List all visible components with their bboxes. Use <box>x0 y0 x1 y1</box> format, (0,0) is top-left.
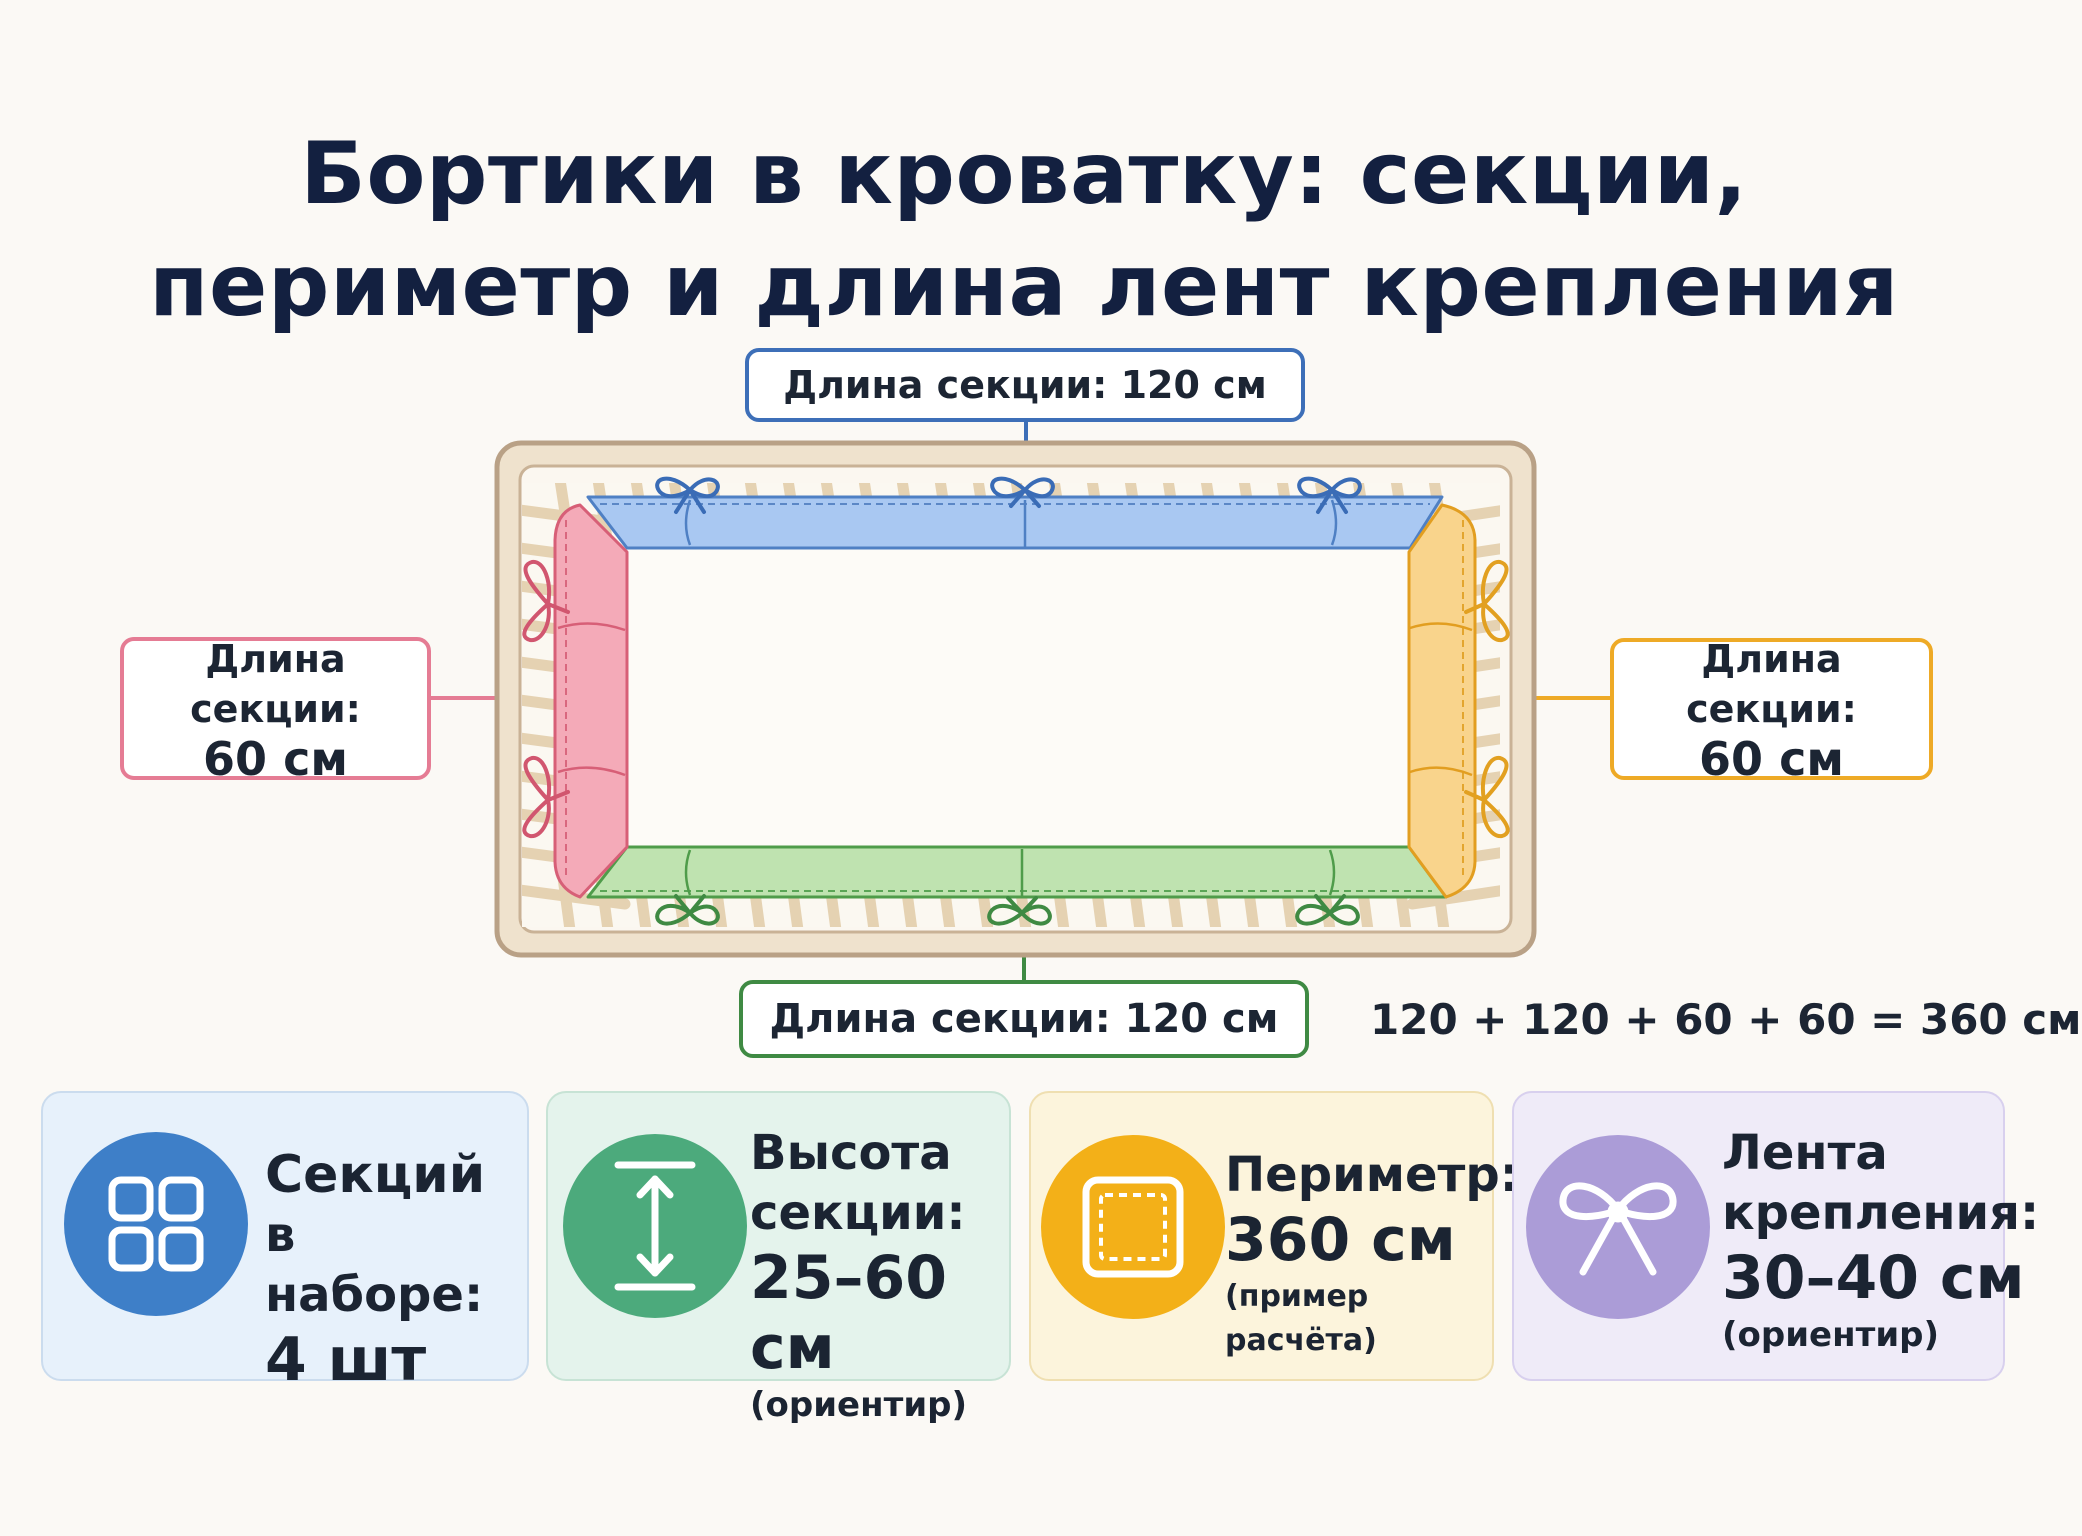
page-title-line-1: Бортики в кроватку: секции, <box>300 124 1748 224</box>
card-ribbon-length: Лента крепления: 30–40 см (ориентир) <box>1512 1091 2039 1381</box>
callout-top-text: Длина секции: 120 см <box>783 363 1267 407</box>
card-sections-count: Секций в наборе: 4 шт <box>41 1091 529 1395</box>
card-height-note: (ориентир) <box>750 1385 968 1425</box>
card-perimeter: Периметр: 360 см (пример расчёта) <box>1029 1091 1519 1381</box>
page-title-line-2: периметр и длина лент крепления <box>149 236 1899 336</box>
callout-right-label: Длина секции: <box>1686 637 1857 731</box>
callout-left-label: Длина секции: <box>190 636 361 731</box>
mattress <box>618 548 1414 850</box>
callout-bottom-section-length: Длина секции: 120 см <box>739 980 1309 1058</box>
card-sections-label-2: в наборе: <box>265 1207 484 1323</box>
card-section-height: Высота секции: 25–60 см (ориентир) <box>546 1091 1011 1425</box>
card-sections-label-1: Секций <box>265 1145 486 1205</box>
card-perimeter-text: Периметр: 360 см (пример расчёта) <box>1225 1145 1519 1363</box>
callout-top-section-length: Длина секции: 120 см <box>745 348 1305 422</box>
page-title: Бортики в кроватку: секции, периметр и д… <box>0 118 2048 342</box>
grid-icon <box>64 1132 248 1316</box>
callout-right-section-length: Длина секции: 60 см <box>1610 637 1933 784</box>
ribbon-bows <box>522 476 1510 926</box>
card-ribbon-text: Лента крепления: 30–40 см (ориентир) <box>1722 1123 2039 1357</box>
callout-left-value: 60 см <box>203 731 348 786</box>
perimeter-frame-icon <box>1041 1135 1225 1319</box>
crib-slat <box>1406 884 1500 910</box>
card-height-value: 25–60 см <box>750 1243 947 1383</box>
callout-left-section-length: Длина секции: 60 см <box>120 636 431 784</box>
card-ribbon-note: (ориентир) <box>1722 1315 1940 1355</box>
section-bottom <box>586 845 1448 899</box>
section-top <box>586 495 1444 550</box>
card-perimeter-label: Периметр: <box>1225 1147 1519 1203</box>
card-height-label-2: секции: <box>750 1185 966 1241</box>
card-perimeter-note: (пример расчёта) <box>1225 1279 1377 1358</box>
height-arrow-icon <box>563 1134 747 1318</box>
card-ribbon-label-2: крепления: <box>1722 1185 2040 1241</box>
card-sections-text: Секций в наборе: 4 шт <box>265 1145 527 1395</box>
bow-icon <box>1526 1135 1710 1319</box>
card-perimeter-value: 360 см <box>1225 1205 1456 1275</box>
card-height-text: Высота секции: 25–60 см (ориентир) <box>750 1123 1009 1427</box>
card-ribbon-value: 30–40 см <box>1722 1243 2025 1313</box>
card-height-label-1: Высота <box>750 1125 952 1181</box>
card-sections-value: 4 шт <box>265 1325 427 1395</box>
callout-right-value: 60 см <box>1699 732 1844 786</box>
callout-bottom-text: Длина секции: 120 см <box>769 996 1279 1042</box>
card-ribbon-label-1: Лента <box>1722 1125 1888 1181</box>
perimeter-formula: 120 + 120 + 60 + 60 = 360 см <box>1370 995 2082 1044</box>
section-left <box>553 503 629 899</box>
section-right <box>1407 503 1477 899</box>
crib-slat <box>522 884 631 910</box>
